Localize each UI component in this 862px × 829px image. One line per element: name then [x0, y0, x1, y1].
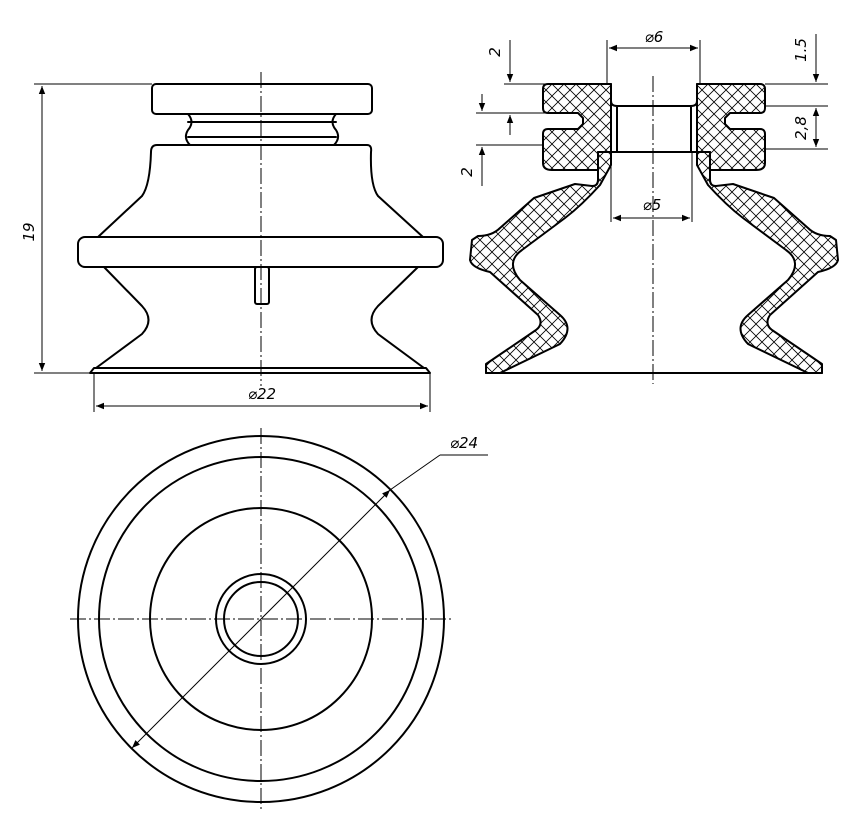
- left-section: [542, 83, 612, 171]
- base-diameter-label: ⌀22: [248, 385, 276, 403]
- groove-width-label: 2: [458, 167, 476, 177]
- outer-diameter-dimension-line: [131, 489, 391, 749]
- right-section: [696, 83, 766, 171]
- base-lip: [89, 367, 431, 374]
- inner-bore-label: ⌀5: [643, 196, 662, 214]
- section-view: ⌀6 ⌀5 2 2 1.5 2,8: [458, 28, 839, 384]
- vent-nub: [254, 266, 270, 305]
- neck: [184, 113, 340, 146]
- upper-body: [97, 144, 424, 238]
- groove-depth-label: 2,8: [792, 116, 810, 140]
- outer-diameter-label: ⌀24: [450, 434, 478, 452]
- front-view: 19 ⌀22: [20, 72, 444, 412]
- right-bellows-section: [696, 151, 839, 374]
- top-step-label: 1.5: [792, 38, 810, 62]
- left-bellows-section: [469, 151, 612, 374]
- bore-outline: [610, 83, 698, 153]
- top-thickness-label: 2: [486, 47, 504, 57]
- top-bore-label: ⌀6: [645, 28, 664, 46]
- height-dimension-label: 19: [20, 222, 38, 241]
- top-flange: [151, 83, 373, 115]
- top-view: ⌀24: [70, 428, 488, 810]
- lower-bellows: [95, 266, 425, 369]
